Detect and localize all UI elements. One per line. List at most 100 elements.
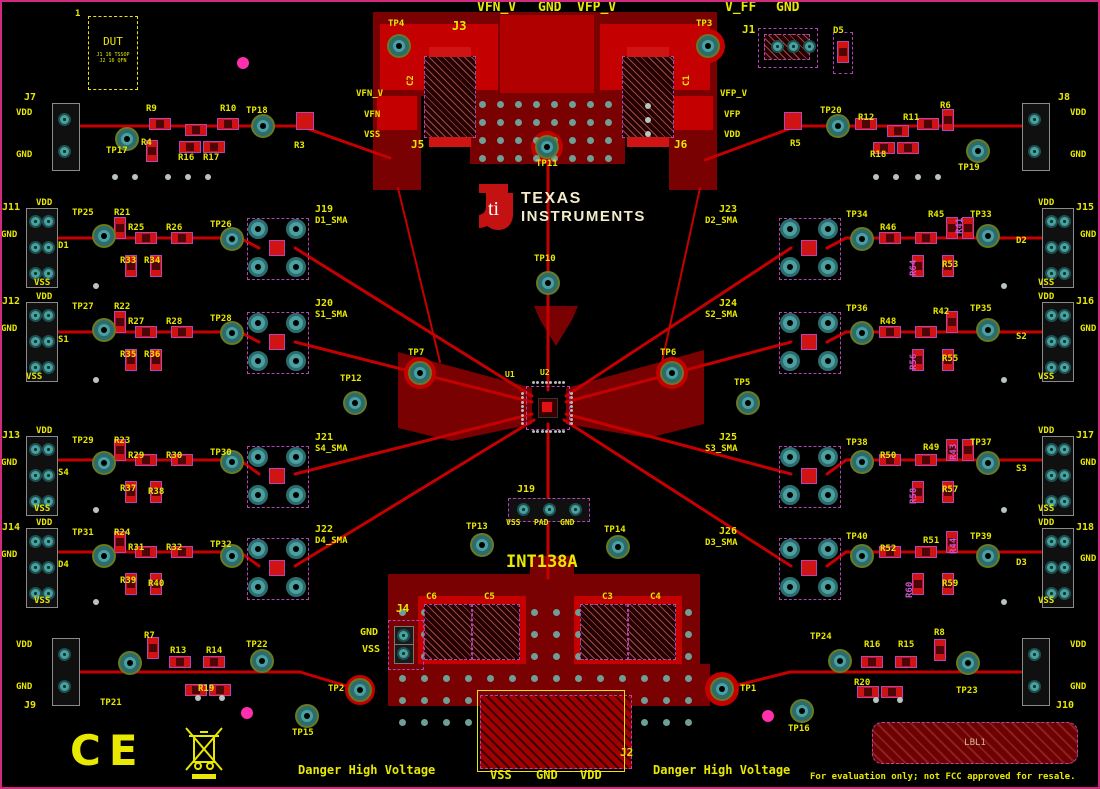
silkscreen-label: R57: [942, 485, 959, 495]
silkscreen-label: R16: [864, 640, 881, 650]
chip-pin: [521, 422, 524, 426]
silkscreen-label: R46: [880, 223, 897, 233]
drill-hole: [1001, 283, 1007, 289]
silkscreen-label: VSS: [34, 596, 51, 606]
silkscreen-label: R39: [120, 576, 137, 586]
resistor: [912, 349, 924, 371]
silkscreen-label: C2: [406, 75, 416, 86]
pad-square: [784, 112, 802, 130]
sma-pad: [780, 313, 800, 333]
via: [515, 137, 522, 144]
sma-connector-j23: [779, 218, 841, 280]
connector-pin: [1045, 495, 1058, 508]
silkscreen-label: VSS: [1038, 372, 1055, 382]
silkscreen-label: R33: [120, 256, 137, 266]
connector-pin: [42, 561, 55, 574]
silkscreen-label: J11: [2, 202, 21, 213]
resistor: [934, 639, 946, 661]
silkscreen-label: R42: [933, 307, 950, 317]
drill-hole: [645, 103, 651, 109]
chip-pin: [540, 430, 544, 433]
sma-pad: [286, 219, 306, 239]
connector-pin: [42, 535, 55, 548]
silkscreen-label: VSS: [1038, 504, 1055, 514]
silkscreen-label: R32: [166, 543, 183, 553]
silkscreen-label: TP30: [210, 448, 232, 458]
silkscreen-label: GND: [776, 0, 800, 15]
via: [575, 631, 582, 638]
silkscreen-label: R16: [178, 153, 195, 163]
silkscreen-label: TP26: [210, 220, 232, 230]
silkscreen-label: TP2: [328, 684, 345, 694]
ce-mark: CE: [70, 726, 146, 775]
via: [465, 719, 472, 726]
fiducial-mark: [241, 707, 253, 719]
silkscreen-label: GND: [560, 518, 575, 527]
silkscreen-label: J14: [2, 522, 21, 533]
via: [479, 155, 486, 162]
connector-pin: [1045, 267, 1058, 280]
via: [685, 653, 692, 660]
silkscreen-label: GND: [1070, 150, 1087, 160]
connector-pin: [1045, 443, 1058, 456]
chip-pin: [570, 413, 573, 417]
resistor: [150, 255, 162, 277]
silkscreen-label: GND: [16, 682, 33, 692]
silkscreen-label: J13: [2, 430, 21, 441]
chip-pin: [532, 430, 535, 433]
silkscreen-label: J23: [719, 204, 738, 215]
resistor: [912, 573, 924, 595]
silkscreen-label: TP29: [72, 436, 94, 446]
silkscreen-label: R64: [909, 259, 919, 276]
silkscreen-label: R27: [128, 317, 145, 327]
via: [587, 119, 594, 126]
resistor: [912, 255, 924, 277]
test-point-tp17: [117, 129, 137, 149]
silkscreen-label: S2_SMA: [705, 310, 738, 320]
via: [515, 155, 522, 162]
chip-pin: [570, 396, 573, 400]
silkscreen-label: Danger High Voltage: [298, 763, 436, 777]
silkscreen-label: TP7: [408, 348, 425, 358]
resistor: [203, 656, 225, 668]
test-point-tp30: [222, 452, 242, 472]
via: [497, 101, 504, 108]
via: [619, 675, 626, 682]
test-point-tp34: [852, 229, 872, 249]
silkscreen-label: R8: [934, 628, 945, 638]
silkscreen-label: TP32: [210, 540, 232, 550]
board-edge-right: [1098, 0, 1100, 789]
silkscreen-label: TP25: [72, 208, 94, 218]
silkscreen-label: TP35: [970, 304, 992, 314]
silkscreen-label: TP24: [810, 632, 832, 642]
via: [553, 609, 560, 616]
capacitor: [424, 47, 476, 147]
test-point-tp35: [978, 320, 998, 340]
via: [399, 609, 406, 616]
silkscreen-label: R15: [898, 640, 915, 650]
connector-pin: [1045, 561, 1058, 574]
silkscreen-label: GND: [360, 627, 379, 638]
silkscreen-label: TP28: [210, 314, 232, 324]
resistor: [125, 481, 137, 503]
silkscreen-label: R23: [114, 436, 131, 446]
chip-pin: [570, 417, 573, 421]
drill-hole: [915, 174, 921, 180]
resistor: [915, 232, 937, 244]
silkscreen-label: R43: [949, 443, 959, 460]
silkscreen-label: R9: [146, 104, 157, 114]
pad-round: [543, 503, 556, 516]
silkscreen-label: R53: [942, 260, 959, 270]
test-point-tp27: [94, 320, 114, 340]
sma-center-pin: [801, 240, 817, 256]
chip-pin: [532, 381, 535, 384]
sma-pad: [286, 351, 306, 371]
sma-pad: [818, 539, 838, 559]
connector-pin: [1058, 215, 1071, 228]
chip-pin: [544, 381, 548, 384]
via: [515, 119, 522, 126]
via: [533, 137, 540, 144]
drill-hole: [219, 695, 225, 701]
connector-pin: [29, 215, 42, 228]
silkscreen-label: R3: [294, 141, 305, 151]
